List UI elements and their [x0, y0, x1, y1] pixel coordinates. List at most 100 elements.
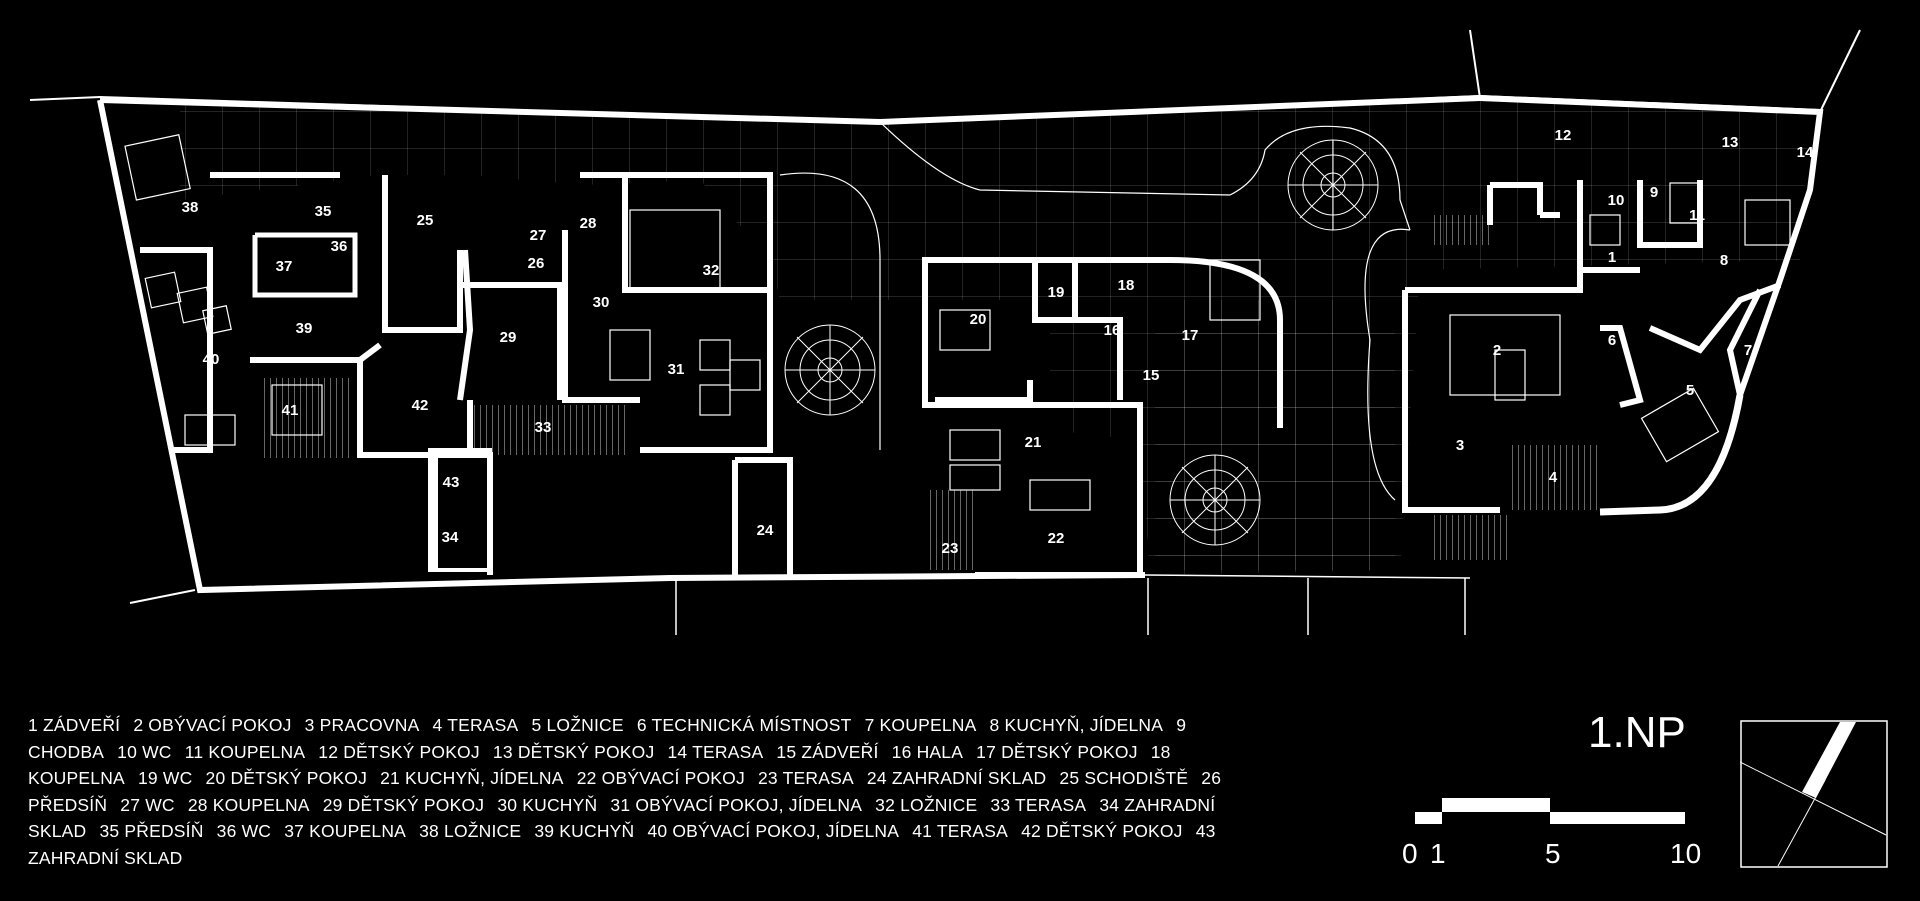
legend-item: 2 OBÝVACÍ POKOJ [133, 715, 292, 735]
legend-item: 6 TECHNICKÁ MÍSTNOST [636, 715, 852, 735]
tree-icon [1169, 454, 1261, 546]
room-number-35: 35 [315, 203, 332, 220]
floor-label: 1.NP [1588, 708, 1686, 757]
room-number-16: 16 [1104, 322, 1121, 339]
middle-unit-walls [732, 257, 1283, 578]
legend-item: 16 HALA [891, 741, 964, 762]
legend-item: 40 OBÝVACÍ POKOJ, JÍDELNA [647, 821, 900, 841]
legend-item: 26 PŘEDSÍŇ [28, 768, 1222, 815]
room-number-2: 2 [1493, 342, 1501, 359]
room-number-22: 22 [1048, 530, 1065, 547]
legend-item: 3 PRACOVNA [304, 715, 420, 735]
room-number-11: 11 [1689, 207, 1705, 224]
room-number-42: 42 [412, 397, 429, 414]
legend-item: 18 KOUPELNA [28, 741, 1171, 789]
legend-item: 27 WC [120, 794, 175, 815]
room-number-26: 26 [528, 255, 545, 272]
room-number-19: 19 [1048, 284, 1065, 301]
legend-item: 11 KOUPELNA [184, 741, 306, 762]
scale-label-0: 0 [1402, 838, 1418, 869]
room-number-34: 34 [442, 529, 459, 546]
room-number-3: 3 [1456, 437, 1464, 454]
scale-label-10: 10 [1670, 838, 1702, 869]
room-number-36: 36 [331, 238, 348, 255]
room-number-12: 12 [1555, 127, 1572, 144]
legend-item: 8 KUCHYŇ, JÍDELNA [989, 715, 1164, 735]
scale-label-5: 5 [1545, 838, 1561, 869]
tree-icon [1287, 139, 1379, 231]
room-number-30: 30 [593, 294, 610, 311]
legend-item: 14 TERASA [667, 741, 764, 762]
room-number-13: 13 [1722, 134, 1739, 151]
legend-item: 37 KOUPELNA [284, 821, 407, 841]
legend-item: 42 DĚTSKÝ POKOJ [1021, 821, 1183, 841]
room-number-18: 18 [1118, 277, 1135, 294]
legend-item: 13 DĚTSKÝ POKOJ [492, 741, 655, 762]
legend-item: 4 TERASA [432, 715, 519, 735]
room-number-43: 43 [443, 474, 460, 491]
legend-item: 35 PŘEDSÍŇ [99, 821, 204, 841]
room-number-23: 23 [942, 540, 959, 557]
legend-item: 28 KOUPELNA [187, 794, 310, 815]
room-number-27: 27 [530, 227, 547, 244]
room-number-4: 4 [1549, 469, 1558, 486]
legend-item: 7 KOUPELNA [864, 715, 977, 735]
terrace-hatching [260, 215, 1600, 570]
legend-item: 38 LOŽNICE [419, 821, 522, 841]
room-number-28: 28 [580, 215, 597, 232]
room-number-21: 21 [1025, 434, 1042, 451]
room-number-38: 38 [182, 199, 199, 216]
fixtures [124, 134, 1791, 511]
room-number-24: 24 [757, 522, 774, 539]
scale-label-1: 1 [1430, 838, 1446, 869]
room-number-5: 5 [1686, 382, 1694, 399]
legend-item: 30 KUCHYŇ [497, 794, 598, 815]
scale-bar [1415, 798, 1685, 824]
room-number-33: 33 [535, 419, 552, 436]
room-legend: 1 ZÁDVEŘÍ 2 OBÝVACÍ POKOJ 3 PRACOVNA 4 T… [28, 712, 1224, 871]
legend-item: 15 ZÁDVEŘÍ [776, 741, 879, 762]
room-number-1: 1 [1608, 249, 1616, 266]
legend-item: 17 DĚTSKÝ POKOJ [976, 741, 1138, 762]
legend-item: 23 TERASA [757, 768, 854, 788]
legend-item: 41 TERASA [912, 821, 1009, 841]
legend-item: 34 ZAHRADNÍ SKLAD [28, 794, 1216, 842]
room-number-9: 9 [1650, 184, 1658, 201]
legend-item: 33 TERASA [990, 794, 1087, 815]
legend-item: 9 CHODBA [28, 715, 1187, 762]
garden-paths [779, 121, 1411, 501]
site-key-diagram [1740, 720, 1888, 868]
right-unit-walls [1402, 180, 1782, 513]
room-number-40: 40 [203, 351, 220, 368]
legend-item: 32 LOŽNICE [875, 794, 978, 815]
room-number-41: 41 [282, 402, 299, 419]
room-number-6: 6 [1608, 332, 1616, 349]
outer-walls [29, 29, 1861, 635]
legend-item: 36 WC [216, 821, 272, 841]
legend-item: 12 DĚTSKÝ POKOJ [318, 741, 480, 762]
tree-icon [784, 324, 876, 416]
legend-item: 1 ZÁDVEŘÍ [28, 715, 121, 735]
legend-item: 39 KUCHYŇ [534, 821, 635, 841]
room-number-17: 17 [1182, 327, 1199, 344]
room-number-32: 32 [703, 262, 720, 279]
room-number-7: 7 [1744, 342, 1752, 359]
legend-item: 19 WC [137, 768, 193, 788]
legend-item: 31 OBÝVACÍ POKOJ, JÍDELNA [610, 794, 863, 815]
room-number-10: 10 [1608, 192, 1625, 209]
room-number-37: 37 [276, 258, 293, 275]
legend-item: 21 KUCHYŇ, JÍDELNA [380, 768, 564, 788]
legend-item: 24 ZAHRADNÍ SKLAD [866, 768, 1047, 788]
legend-item: 25 SCHODIŠTĚ [1059, 768, 1189, 788]
room-number-39: 39 [296, 320, 313, 337]
room-number-31: 31 [668, 361, 685, 378]
legend-item: 29 DĚTSKÝ POKOJ [322, 794, 485, 815]
left-unit-walls [140, 172, 773, 575]
room-number-8: 8 [1720, 252, 1728, 269]
room-number-25: 25 [417, 212, 434, 229]
room-number-20: 20 [970, 311, 987, 328]
legend-item: 10 WC [117, 741, 172, 762]
legend-item: 20 DĚTSKÝ POKOJ [205, 768, 368, 788]
